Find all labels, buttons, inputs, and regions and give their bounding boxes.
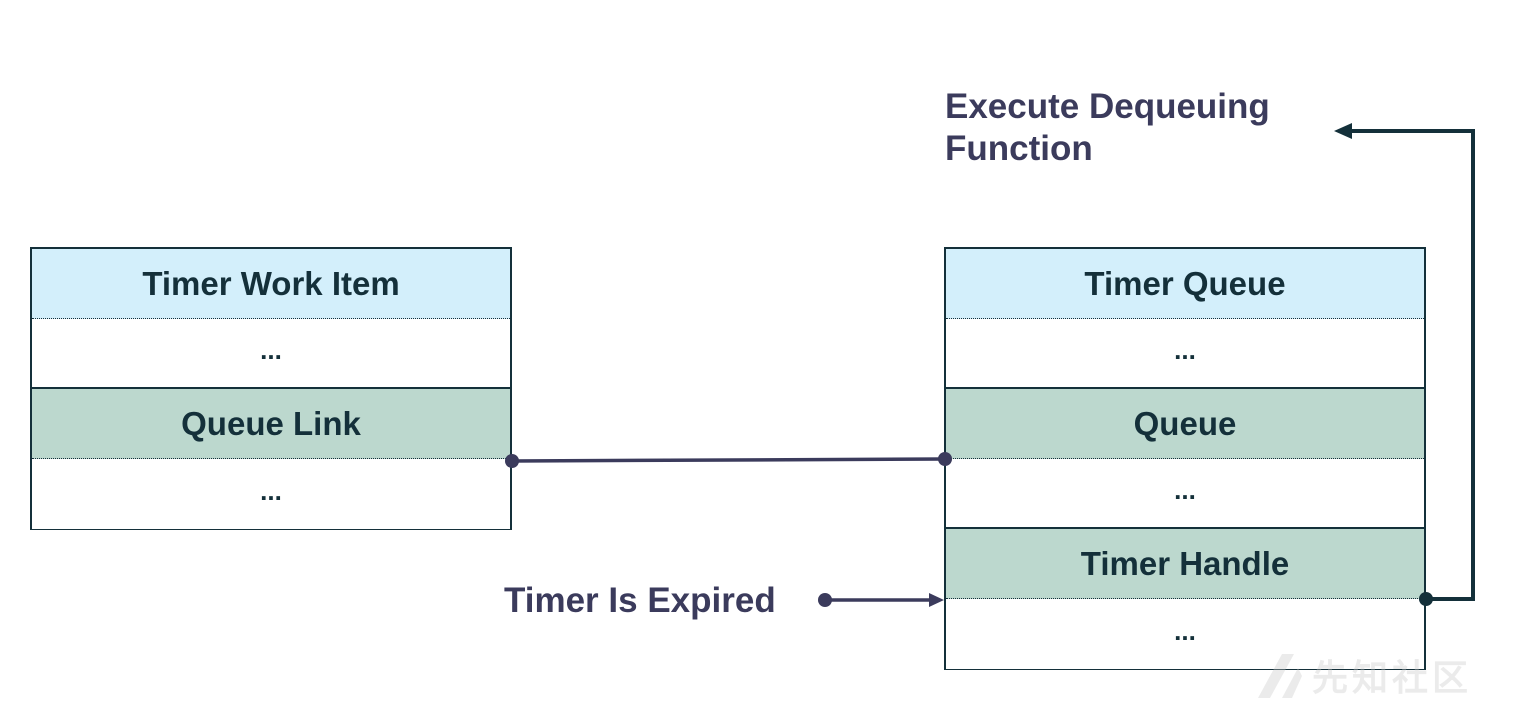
timer-expired-endpoint: [818, 593, 832, 607]
timer-work-item-title: Timer Work Item: [32, 249, 510, 319]
timer-queue-title: Timer Queue: [946, 249, 1424, 319]
timer-handle-field: Timer Handle: [946, 529, 1424, 599]
execute-dequeuing-function-label: Execute Dequeuing Function: [945, 86, 1270, 170]
timer-queue-row-1: ...: [946, 319, 1424, 389]
timer-queue-box: Timer Queue ... Queue ... Timer Handle .…: [944, 247, 1426, 670]
timer-queue-row-3: ...: [946, 459, 1424, 529]
timer-work-item-row-1: ...: [32, 319, 510, 389]
timer-expired-arrowhead: [929, 593, 944, 607]
timer-work-item-row-3: ...: [32, 459, 510, 529]
dequeue-arrowhead: [1334, 123, 1352, 139]
queue-link-field: Queue Link: [32, 389, 510, 459]
queue-field: Queue: [946, 389, 1424, 459]
logo-slash-icon: [1258, 654, 1302, 698]
execute-dequeuing-line-1: Execute Dequeuing: [945, 87, 1270, 126]
timer-is-expired-label: Timer Is Expired: [504, 581, 776, 620]
queue-link-connector: [511, 457, 946, 463]
timer-queue-row-5: ...: [946, 599, 1424, 669]
watermark-text: 先知社区: [1312, 658, 1473, 699]
watermark: 先知社区: [1252, 648, 1472, 702]
execute-dequeuing-line-2: Function: [945, 129, 1093, 168]
timer-work-item-box: Timer Work Item ... Queue Link ...: [30, 247, 512, 530]
